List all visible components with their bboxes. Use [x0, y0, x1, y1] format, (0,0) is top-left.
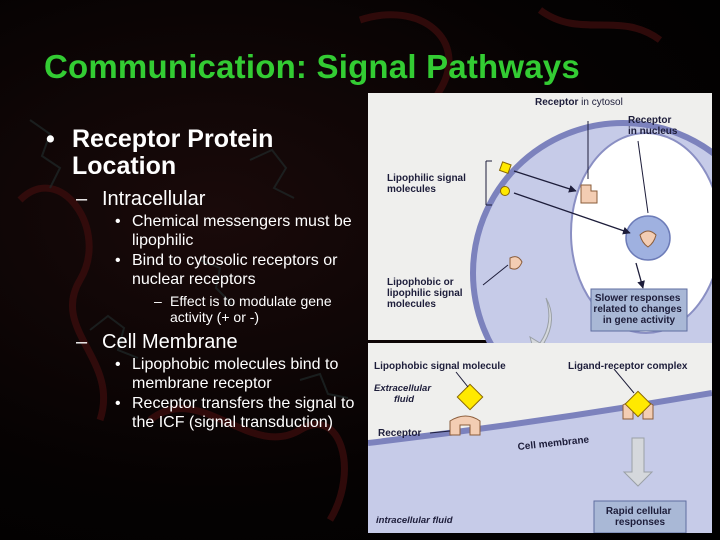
label-receptor-cytosol: Receptor in cytosol — [535, 97, 623, 108]
leader-receptor-nucleus — [637, 140, 649, 214]
label-lipophobic-signal-molecule: Lipophobic signal molecule — [374, 361, 506, 372]
membrane-receptor-small — [509, 256, 523, 270]
label-rapid-responses: Rapid cellular responses — [606, 506, 674, 528]
nuclear-receptor — [639, 230, 657, 248]
label-intracellular-fluid: intracellular fluid — [376, 515, 453, 526]
leader-lipophobic-or — [482, 264, 509, 286]
label-ligand-receptor-complex: Ligand-receptor complex — [568, 361, 688, 372]
bullet-list: Receptor Protein Location – Intracellula… — [44, 126, 364, 432]
point-lipophilic: Chemical messengers must be lipophilic — [44, 213, 364, 250]
label-extracellular-fluid: Extracellular fluid — [374, 383, 434, 405]
bullet-receptor-location: Receptor Protein Location — [44, 126, 364, 180]
signal-diamond-bound — [624, 390, 652, 418]
dash-marker: – — [76, 188, 88, 210]
note-gene-activity-text: Effect is to modulate gene activity (+ o… — [170, 293, 332, 325]
arrow-to-nuclear-receptor — [513, 192, 631, 235]
cell-membrane-line — [368, 390, 712, 446]
cytosolic-receptor — [580, 184, 598, 204]
leader-lipophobic-molecule — [455, 371, 469, 388]
label-receptor: Receptor — [378, 428, 421, 439]
sub-bullet-cell-membrane: – Cell Membrane — [44, 331, 364, 354]
leader-ligand-receptor — [613, 368, 635, 394]
note-gene-activity: – Effect is to modulate gene activity (+… — [44, 293, 364, 325]
point-bind-receptors: Bind to cytosolic receptors or nuclear r… — [44, 252, 364, 289]
dash-marker: – — [154, 293, 162, 309]
sub-bullet-intracellular: – Intracellular — [44, 188, 364, 211]
arrow-to-slower-responses — [635, 262, 645, 289]
dash-marker: – — [76, 331, 88, 353]
signal-diamond-free — [456, 383, 484, 411]
intracellular-region — [368, 393, 712, 533]
lipophilic-molecule-circle — [500, 186, 510, 196]
lipophilic-molecule-square — [498, 161, 512, 175]
sub-bullet-cell-membrane-text: Cell Membrane — [102, 331, 238, 353]
rapid-responses-box — [593, 500, 687, 533]
slide-title: Communication: Signal Pathways — [44, 48, 580, 85]
point-lipophobic: Lipophobic molecules bind to membrane re… — [44, 356, 364, 393]
receptor-left — [449, 415, 481, 436]
slower-responses-box — [590, 288, 688, 332]
point-signal-transduction: Receptor transfers the signal to the ICF… — [44, 395, 364, 432]
sub-bullet-intracellular-text: Intracellular — [102, 188, 206, 210]
label-receptor-nucleus: Receptor in nucleus — [628, 115, 678, 137]
signal-pathways-figure: Receptor in cytosol Receptor in nucleus … — [368, 93, 712, 533]
label-lipophobic-or-lipophilic: Lipophobic or lipophilic signal molecule… — [387, 277, 465, 310]
label-slower-responses: Slower responses related to changes in g… — [593, 293, 684, 326]
label-lipophilic-signal: Lipophilic signal molecules — [387, 173, 469, 195]
leader-receptor — [429, 430, 451, 434]
arrow-to-cytosolic-receptor — [513, 170, 577, 193]
down-gray-arrow — [622, 437, 654, 487]
